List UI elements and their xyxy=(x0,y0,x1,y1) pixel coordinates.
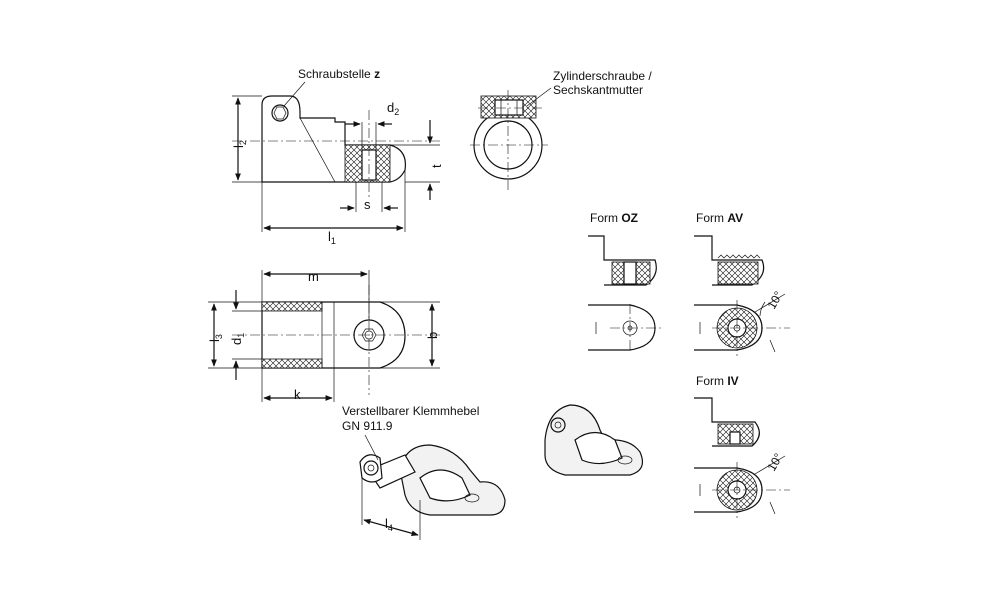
dimension-d1: d1 xyxy=(229,290,262,380)
svg-text:Form AV: Form AV xyxy=(696,211,743,225)
svg-text:l4: l4 xyxy=(385,516,393,533)
form-av: Form AV 10° xyxy=(694,211,790,356)
dimension-l4: l4 xyxy=(361,478,421,540)
svg-text:Form OZ: Form OZ xyxy=(590,211,638,225)
svg-text:Verstellbarer Klemmhebel: Verstellbarer Klemmhebel xyxy=(342,404,479,418)
form-iv: Form IV 10° xyxy=(694,374,790,518)
svg-text:l3: l3 xyxy=(207,334,224,342)
label-schraubstelle: Schraubstelle z xyxy=(283,67,380,107)
svg-text:10°: 10° xyxy=(764,451,785,474)
dimension-d2: d2 xyxy=(345,100,399,150)
svg-text:t: t xyxy=(429,164,444,168)
svg-text:d1: d1 xyxy=(229,333,246,345)
svg-text:k: k xyxy=(294,387,301,402)
svg-text:l2: l2 xyxy=(231,140,248,148)
dimension-l1: l1 xyxy=(261,170,406,246)
svg-text:m: m xyxy=(308,269,319,284)
iso-view-plain xyxy=(544,404,643,476)
svg-text:d2: d2 xyxy=(387,100,399,117)
dimension-l3: l3 xyxy=(207,301,262,369)
dimension-k: k xyxy=(261,368,335,402)
svg-text:Sechskantmutter: Sechskantmutter xyxy=(553,83,643,97)
dimension-b: b xyxy=(380,301,440,369)
side-view xyxy=(232,95,440,200)
svg-text:b: b xyxy=(425,332,440,339)
ring-view xyxy=(470,90,548,190)
label-klemmhebel: Verstellbarer Klemmhebel GN 911.9 xyxy=(342,404,479,461)
dimension-s: s xyxy=(340,182,398,212)
svg-text:Schraubstelle z: Schraubstelle z xyxy=(298,67,380,81)
svg-text:s: s xyxy=(364,197,371,212)
iso-view-lever xyxy=(359,444,506,516)
label-zylinderschraube: Zylinderschraube / Sechskantmutter xyxy=(526,69,652,107)
dimension-l2: l2 xyxy=(231,95,262,183)
svg-text:Zylinderschraube /: Zylinderschraube / xyxy=(553,69,652,83)
svg-text:GN 911.9: GN 911.9 xyxy=(342,419,393,433)
svg-text:10°: 10° xyxy=(764,289,785,312)
svg-text:l1: l1 xyxy=(328,229,336,246)
top-view xyxy=(232,285,440,395)
dimension-t: t xyxy=(390,120,444,200)
svg-text:Form IV: Form IV xyxy=(696,374,739,388)
form-oz: Form OZ xyxy=(588,211,662,352)
dimension-m: m xyxy=(261,269,370,320)
